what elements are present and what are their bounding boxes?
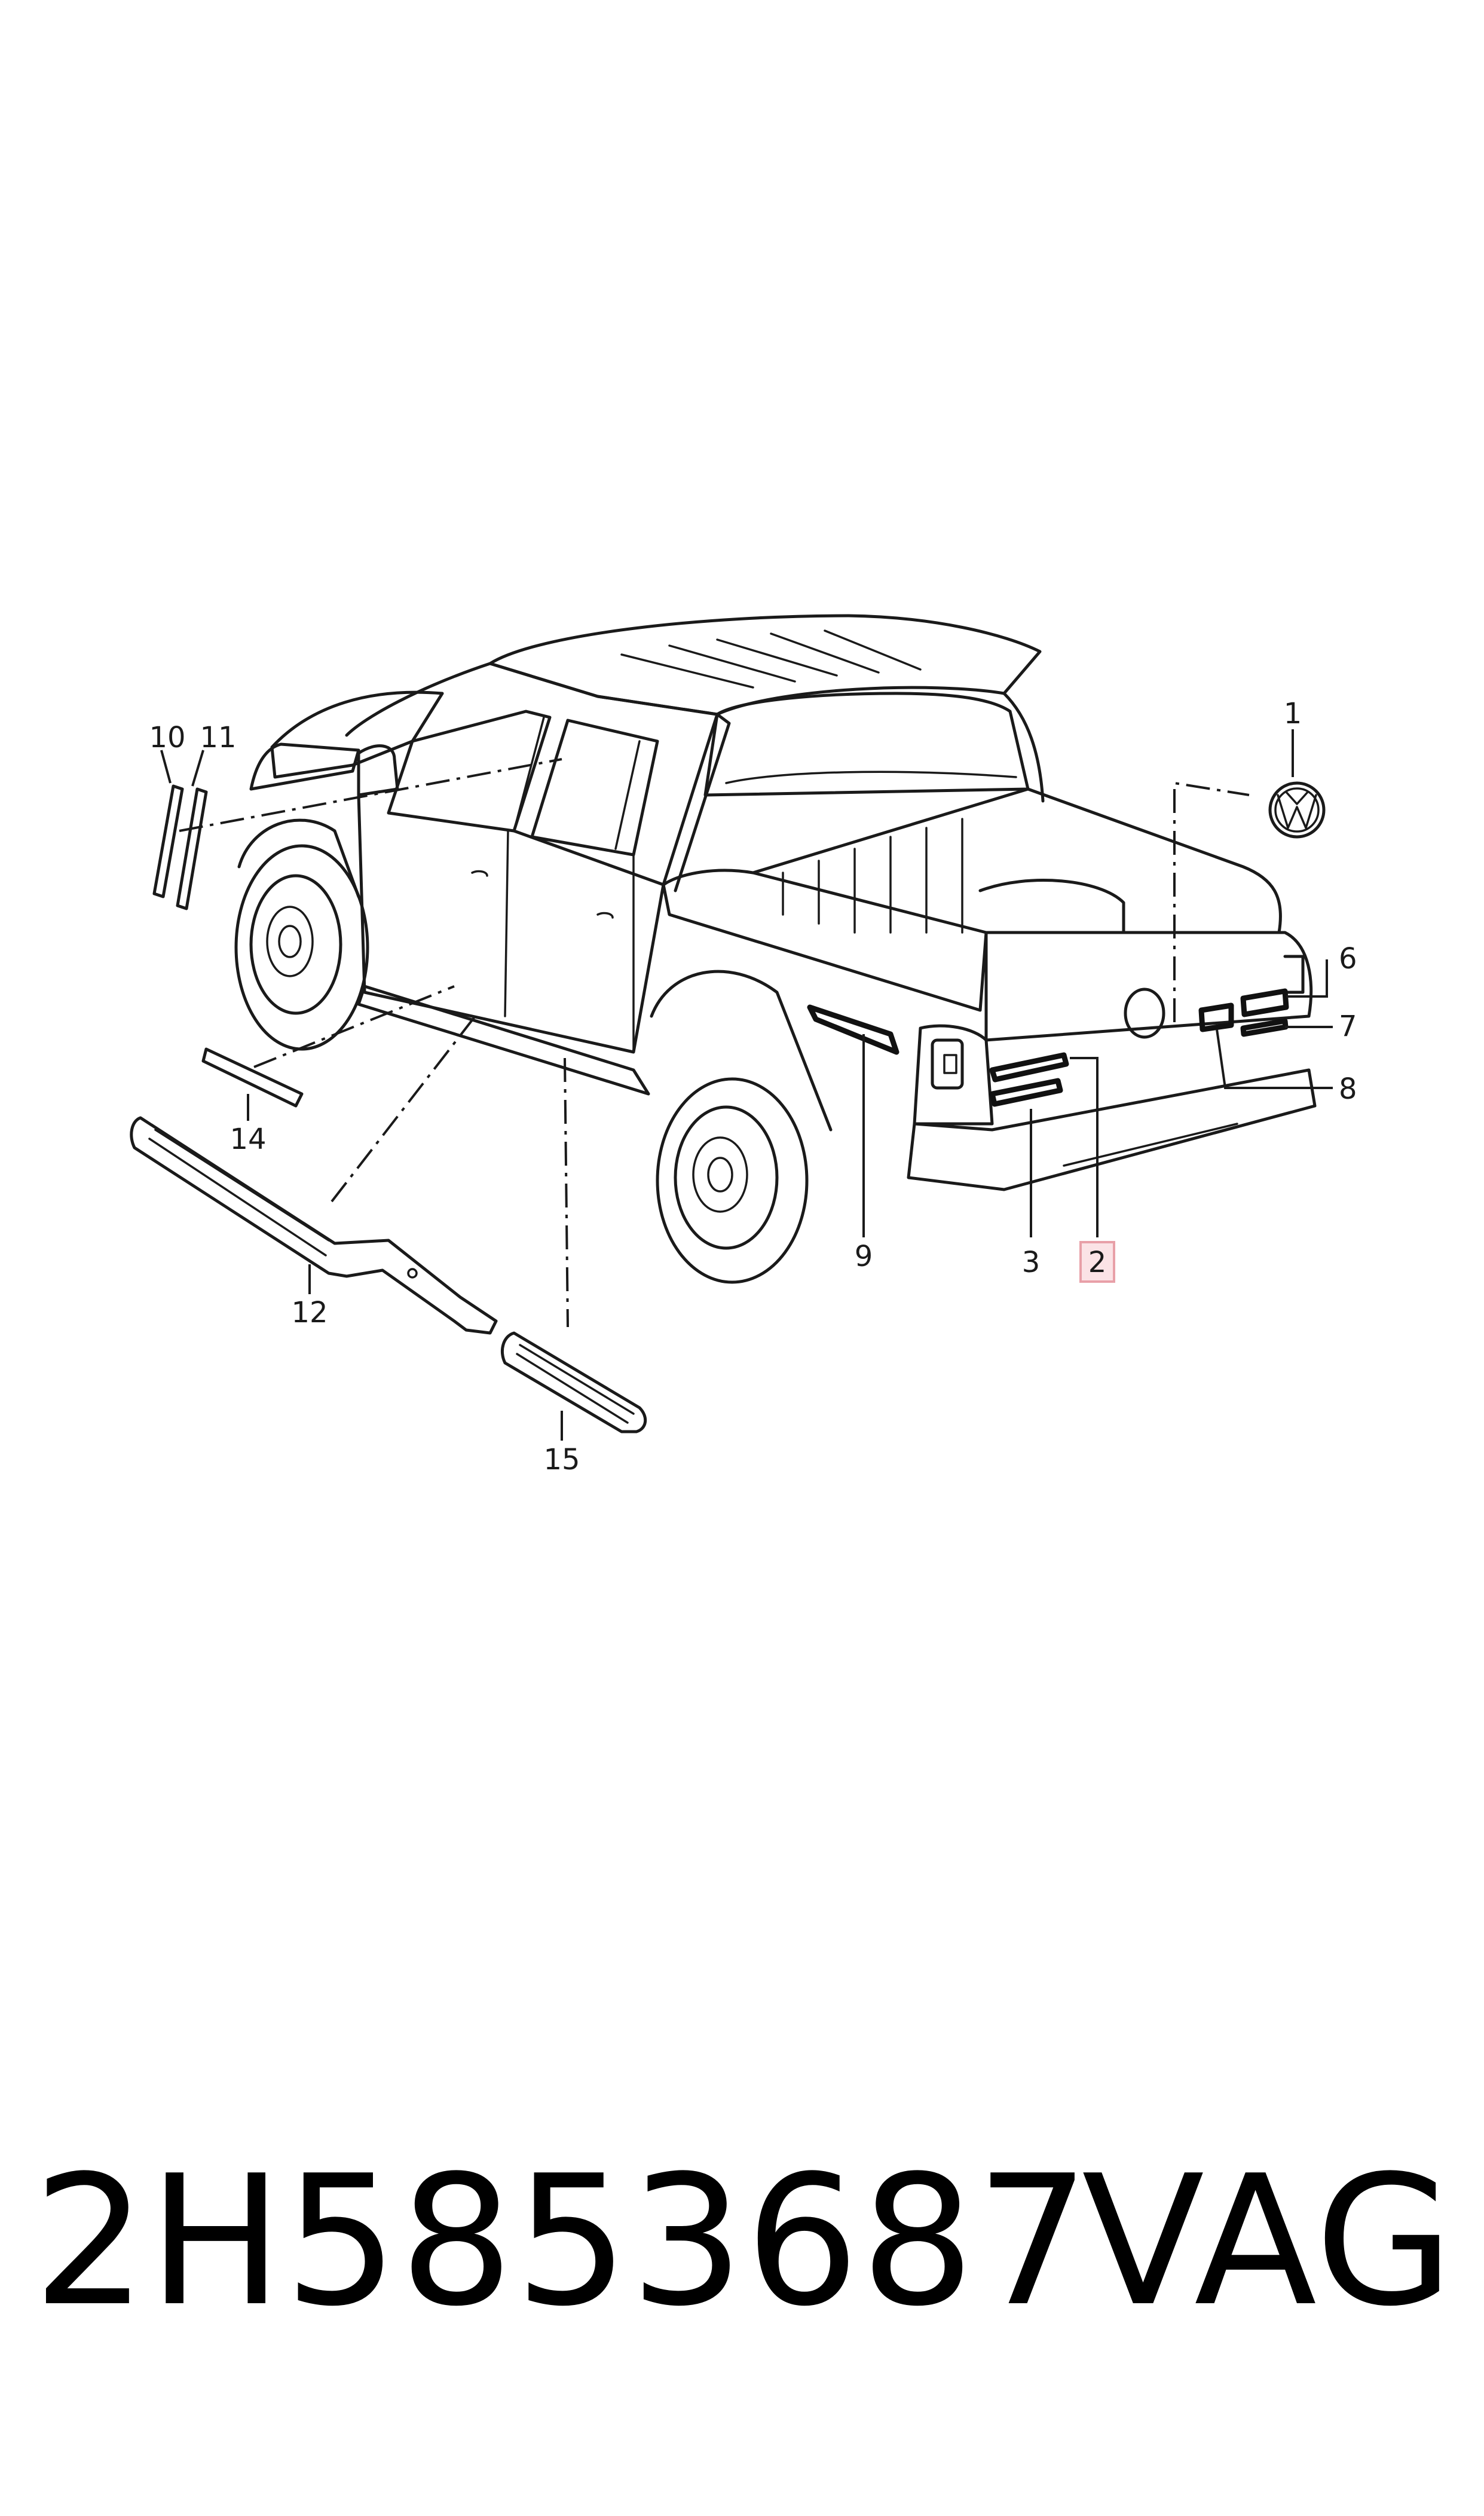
side-strips-10-11 [152,784,208,910]
step-plate-15 [500,1331,647,1433]
pickup-truck-drawing [234,614,1317,1284]
callout-15[interactable]: 15 [543,1443,580,1476]
vw-emblem [1268,781,1326,839]
callout-12[interactable]: 12 [291,1296,328,1329]
callout-9[interactable]: 9 [855,1240,873,1273]
callout-14[interactable]: 14 [230,1123,266,1156]
sill-plate-12 [130,1116,498,1335]
callout-7[interactable]: 7 [1339,1010,1357,1043]
callout-3[interactable]: 3 [1022,1246,1041,1279]
strip-14 [201,1047,304,1108]
callout-8[interactable]: 8 [1339,1072,1357,1106]
callout-6[interactable]: 6 [1339,942,1357,976]
callout-11[interactable]: 11 [200,721,236,754]
part-number: 2H5853687 [33,2137,1091,2346]
leader-lines [160,729,1333,1441]
callout-2[interactable]: 2 [1088,1246,1107,1279]
callout-1[interactable]: 1 [1284,697,1302,730]
callout-2-highlight [1079,1241,1115,1283]
reference-lines [179,758,1250,1328]
callout-10[interactable]: 10 [149,721,185,754]
tailgate-badges [807,988,1289,1107]
callout-labels: 1 2 3 6 7 8 9 10 11 12 14 15 [149,697,1357,1476]
brand-label: VAG [1082,2137,1455,2346]
